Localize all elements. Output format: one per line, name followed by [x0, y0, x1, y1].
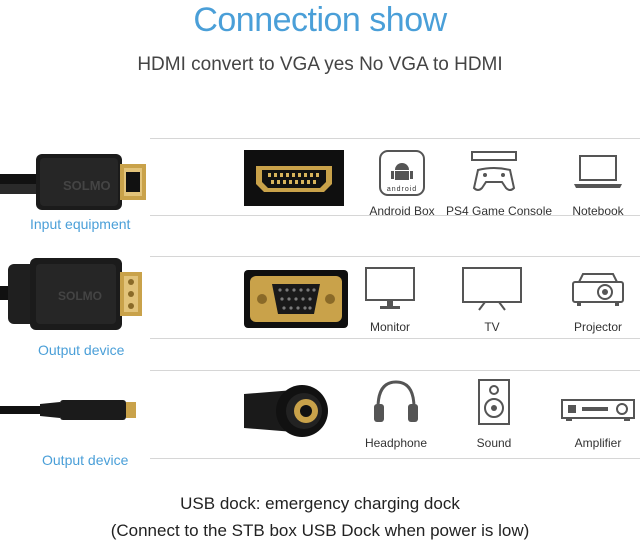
game-console-icon: [471, 151, 517, 191]
row-label: Input equipment: [30, 216, 131, 232]
footer-line-1: USB dock: emergency charging dock: [180, 494, 460, 513]
tv-icon: [462, 267, 522, 311]
row-divider-top: [150, 370, 640, 371]
device-projector: Projector: [550, 264, 640, 334]
row-divider-bottom: [150, 338, 640, 339]
device-label: Projector: [573, 320, 623, 334]
device-amplifier: Amplifier: [550, 374, 640, 450]
row-divider-bottom: [150, 458, 640, 459]
audio-cable: [0, 400, 136, 420]
device-notebook: Notebook: [550, 148, 640, 218]
device-label: Notebook: [572, 204, 624, 218]
device-android-box: android Android Box: [354, 148, 450, 218]
device-tv: TV: [444, 264, 540, 334]
vga-cable: SOLMO: [0, 258, 142, 330]
row-input-equipment: SOLMO Input equipment android Android Bo…: [0, 130, 640, 250]
device-headphone: Headphone: [348, 374, 444, 450]
device-sound: Sound: [446, 374, 542, 450]
footer-line-2: (Connect to the STB box USB Dock when po…: [110, 521, 530, 540]
row-divider-top: [150, 256, 640, 257]
vga-port: [244, 270, 348, 328]
device-label: Monitor: [369, 320, 410, 334]
notebook-icon: [574, 155, 622, 188]
hdmi-port: [244, 150, 344, 206]
device-label: TV: [484, 320, 500, 334]
row-output-vga: SOLMO Output device Monitor TV: [0, 248, 640, 368]
projector-icon: [572, 273, 624, 306]
monitor-icon: [365, 267, 415, 309]
row-label: Output device: [42, 452, 129, 468]
speaker-icon: [478, 379, 510, 425]
device-label: Amplifier: [574, 436, 622, 450]
device-ps4: PS4 Game Console: [446, 148, 553, 218]
headphone-icon: [374, 380, 418, 422]
row-divider-bottom: [150, 215, 640, 216]
row-output-audio: Output device Headphone Sound: [0, 362, 640, 482]
android-box-icon: [379, 150, 425, 196]
amplifier-icon: [561, 399, 635, 421]
row-label: Output device: [38, 342, 125, 358]
page-title: Connection show: [193, 1, 447, 39]
hdmi-cable: SOLMO: [0, 154, 146, 210]
svg-text:SOLMO: SOLMO: [63, 178, 111, 193]
device-label: Sound: [476, 436, 512, 450]
device-label: PS4 Game Console: [446, 204, 553, 218]
android-badge: android: [386, 186, 418, 193]
audio-jack: [244, 385, 328, 437]
device-label: Android Box: [369, 204, 435, 218]
row-divider-top: [150, 138, 640, 139]
page-subtitle: HDMI convert to VGA yes No VGA to HDMI: [137, 54, 503, 75]
svg-text:SOLMO: SOLMO: [58, 289, 102, 303]
device-monitor: Monitor: [342, 264, 438, 334]
device-label: Headphone: [364, 436, 428, 450]
